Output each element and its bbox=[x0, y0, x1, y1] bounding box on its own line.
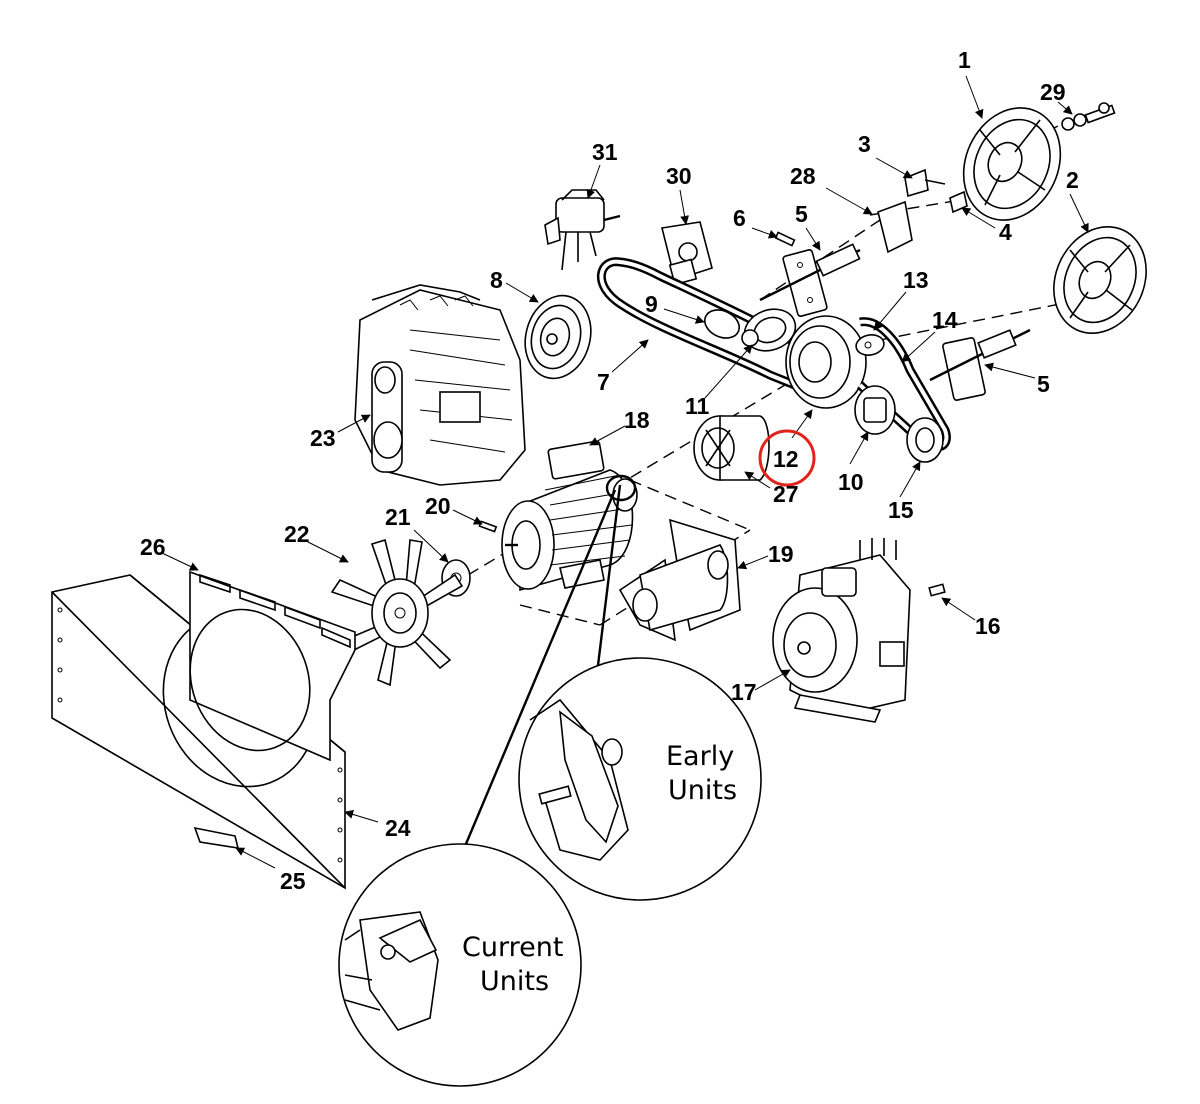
callout-10: 10 bbox=[838, 469, 864, 495]
callout-21: 21 bbox=[385, 504, 411, 530]
compressor-pulley-13 bbox=[785, 315, 885, 409]
pin-6 bbox=[774, 231, 796, 247]
callout-5-upper: 5 bbox=[795, 201, 808, 227]
gasket-28 bbox=[877, 200, 913, 254]
callout-14: 14 bbox=[932, 307, 958, 333]
inset-current-line1: Current bbox=[462, 932, 563, 963]
fan-pulley-1 bbox=[962, 107, 1062, 221]
inset-early-line2: Units bbox=[668, 775, 737, 806]
callout-28: 28 bbox=[790, 163, 816, 189]
fan-blade-22 bbox=[330, 538, 464, 687]
callout-20: 20 bbox=[425, 493, 451, 519]
idler-pulley-9 bbox=[703, 309, 741, 339]
callout-3: 3 bbox=[858, 131, 871, 157]
callout-18: 18 bbox=[624, 407, 650, 433]
shaft-assembly-5-upper bbox=[759, 243, 861, 317]
radiator-26 bbox=[189, 570, 356, 762]
callout-23: 23 bbox=[310, 425, 336, 451]
inset-current-units: Current Units bbox=[338, 843, 582, 1087]
callout-19: 19 bbox=[768, 541, 794, 567]
callout-5-lower: 5 bbox=[1037, 371, 1050, 397]
fan-shroud-24 bbox=[51, 574, 346, 890]
callout-12: 12 bbox=[773, 446, 799, 472]
callout-31: 31 bbox=[592, 139, 618, 165]
callout-4: 4 bbox=[999, 219, 1012, 245]
key-20 bbox=[478, 520, 498, 533]
callout-22: 22 bbox=[284, 521, 310, 547]
callout-9: 9 bbox=[645, 291, 658, 317]
highlight-ring-12 bbox=[758, 429, 816, 487]
callout-6: 6 bbox=[733, 205, 746, 231]
callout-27: 27 bbox=[773, 481, 799, 507]
callout-30: 30 bbox=[666, 163, 692, 189]
shaft-assembly-5-lower bbox=[929, 328, 1031, 401]
leader-arrows bbox=[161, 75, 1089, 869]
inset-current-line2: Units bbox=[480, 966, 549, 997]
lever-assembly-31 bbox=[544, 189, 621, 271]
pulley-15 bbox=[906, 417, 944, 463]
bracket-3 bbox=[904, 168, 946, 198]
inset-leader-lines bbox=[453, 474, 637, 871]
callout-29: 29 bbox=[1040, 79, 1066, 105]
key-16 bbox=[928, 583, 946, 597]
callout-1: 1 bbox=[958, 47, 971, 73]
inset-early-units: Early Units bbox=[518, 657, 762, 901]
callout-8: 8 bbox=[490, 267, 503, 293]
callout-11: 11 bbox=[685, 393, 710, 419]
callout-labels: 1 2 3 4 5 5 6 7 8 9 10 11 12 13 14 15 16… bbox=[140, 47, 1079, 894]
bearing-pulley-11 bbox=[741, 308, 797, 352]
compressor-17 bbox=[772, 538, 911, 723]
bolt-washer-29 bbox=[1061, 102, 1116, 131]
callout-13: 13 bbox=[903, 267, 929, 293]
mount-plate-30 bbox=[661, 221, 713, 286]
alternator-27 bbox=[693, 415, 770, 481]
callout-15: 15 bbox=[888, 497, 914, 523]
callout-26: 26 bbox=[140, 534, 166, 560]
callout-7: 7 bbox=[597, 369, 610, 395]
callout-25: 25 bbox=[280, 868, 306, 894]
key-4 bbox=[949, 190, 968, 214]
motor-base-19 bbox=[618, 518, 741, 642]
callout-16: 16 bbox=[975, 613, 1001, 639]
inset-early-line1: Early bbox=[666, 741, 734, 772]
engine-23 bbox=[354, 284, 526, 486]
callout-2: 2 bbox=[1066, 167, 1079, 193]
tensioner-10 bbox=[854, 385, 896, 435]
callout-17: 17 bbox=[731, 679, 757, 705]
fan-pulley-2 bbox=[1053, 225, 1147, 335]
callout-24: 24 bbox=[385, 815, 411, 841]
crank-pulley-8 bbox=[524, 294, 592, 380]
